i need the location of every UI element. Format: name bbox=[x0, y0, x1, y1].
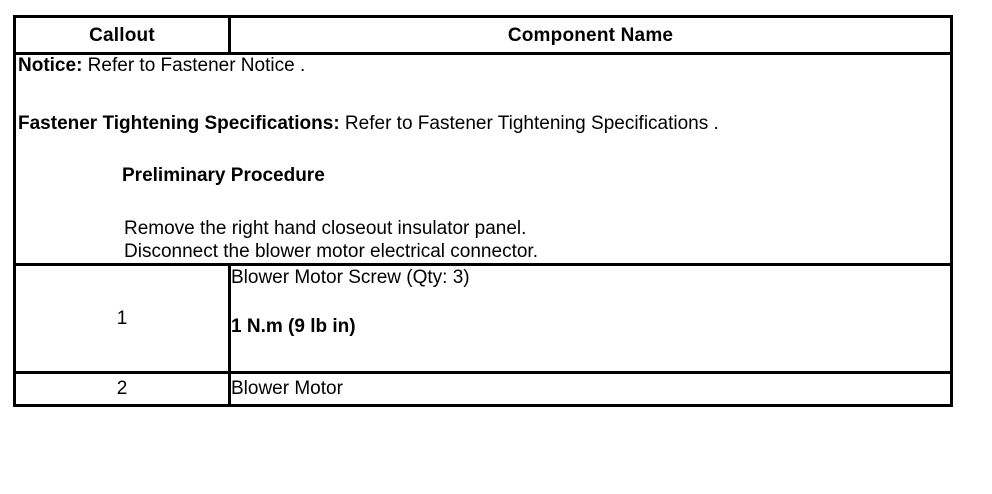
procedure-step: Disconnect the blower motor electrical c… bbox=[124, 241, 538, 262]
column-header-component-name: Component Name bbox=[228, 15, 953, 55]
table-header-row: Callout Component Name bbox=[13, 15, 953, 55]
table-row: 2 Blower Motor bbox=[13, 371, 953, 407]
callout-number: 1 bbox=[13, 263, 231, 374]
notice-spacer-2 bbox=[16, 135, 950, 165]
component-name-text: Blower Motor Screw (Qty: 3) bbox=[231, 267, 470, 288]
component-name-cell: Blower Motor bbox=[228, 371, 953, 407]
notice-label: Notice: bbox=[18, 55, 83, 76]
procedure-step: Remove the right hand closeout insulator… bbox=[124, 218, 527, 239]
preliminary-procedure-steps: Remove the right hand closeout insulator… bbox=[16, 217, 950, 263]
preliminary-procedure-heading: Preliminary Procedure bbox=[122, 165, 325, 186]
torque-spacer bbox=[231, 289, 950, 315]
fastener-notice-line: Notice: Refer to Fastener Notice . bbox=[16, 55, 950, 77]
fastener-tightening-line: Fastener Tightening Specifications: Refe… bbox=[16, 113, 950, 135]
component-name-text: Blower Motor bbox=[231, 378, 343, 399]
callout-number: 2 bbox=[13, 371, 231, 407]
notice-spacer-3 bbox=[16, 187, 950, 217]
column-header-callout: Callout bbox=[13, 15, 231, 55]
spec-table-container: Callout Component Name Notice: Refer to … bbox=[13, 15, 953, 407]
torque-specification: 1 N.m (9 lb in) bbox=[231, 316, 356, 337]
component-callout-table: Callout Component Name Notice: Refer to … bbox=[13, 15, 953, 407]
notice-text: Refer to Fastener Notice . bbox=[82, 55, 306, 76]
notice-row: Notice: Refer to Fastener Notice . Faste… bbox=[13, 52, 953, 266]
component-name-cell: Blower Motor Screw (Qty: 3) 1 N.m (9 lb … bbox=[228, 263, 953, 374]
fastener-spec-label: Fastener Tightening Specifications: bbox=[18, 113, 340, 134]
notice-spacer-1 bbox=[16, 77, 950, 113]
fastener-spec-text: Refer to Fastener Tightening Specificati… bbox=[339, 113, 719, 134]
notice-block: Notice: Refer to Fastener Notice . Faste… bbox=[13, 52, 953, 266]
table-row: 1 Blower Motor Screw (Qty: 3) 1 N.m (9 l… bbox=[13, 263, 953, 374]
